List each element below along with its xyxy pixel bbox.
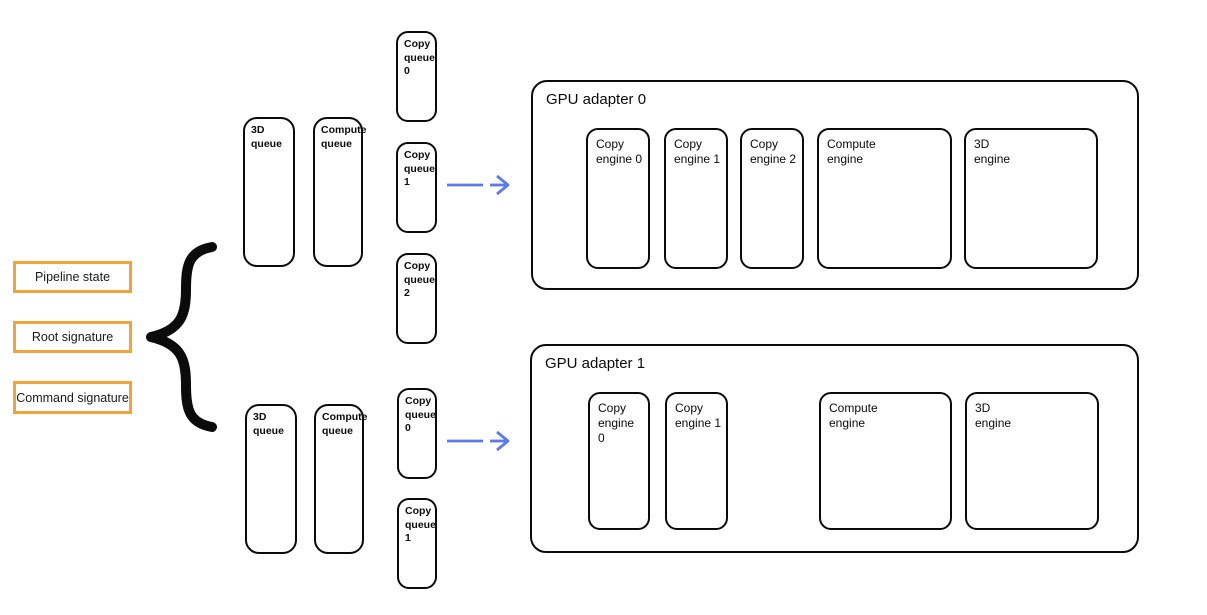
adapter1-copy-engine-1: Copy engine 1 — [665, 392, 728, 530]
group0-copy-queue-0-label: Copy queue 0 — [404, 38, 435, 78]
adapter0-3d-engine: 3D engine — [964, 128, 1098, 269]
pipeline-state-label: Pipeline state — [34, 270, 111, 284]
adapter1-compute-engine: Compute engine — [819, 392, 952, 530]
adapter0-copy-engine-2: Copy engine 2 — [740, 128, 804, 269]
group0-copy-queue-1: Copy queue 1 — [396, 142, 437, 233]
gpu-adapter-1: GPU adapter 1 Copy engine 0 Copy engine … — [530, 344, 1139, 553]
group0-3d-queue: 3D queue — [243, 117, 295, 267]
adapter0-compute-engine-label: Compute engine — [827, 137, 876, 166]
group0-copy-queue-1-label: Copy queue 1 — [404, 149, 435, 189]
group0-3d-queue-label: 3D queue — [251, 124, 282, 150]
group0-copy-queue-2-label: Copy queue 2 — [404, 260, 435, 300]
gpu-adapter-0: GPU adapter 0 Copy engine 0 Copy engine … — [531, 80, 1139, 290]
curly-brace — [146, 242, 217, 432]
adapter0-compute-engine: Compute engine — [817, 128, 952, 269]
adapter1-3d-engine: 3D engine — [965, 392, 1099, 530]
gpu-adapter-1-title: GPU adapter 1 — [545, 355, 646, 372]
pipeline-state-box: Pipeline state — [13, 261, 132, 293]
adapter1-copy-engine-0-label: Copy engine 0 — [598, 401, 635, 445]
adapter1-copy-engine-0: Copy engine 0 — [588, 392, 650, 530]
group1-compute-queue: Compute queue — [314, 404, 368, 554]
root-signature-label: Root signature — [31, 330, 114, 344]
adapter0-copy-engine-2-label: Copy engine 2 — [750, 137, 797, 166]
group1-3d-queue: 3D queue — [245, 404, 297, 554]
group1-copy-queue-0-label: Copy queue 0 — [405, 395, 436, 435]
group0-compute-queue-label: Compute queue — [321, 124, 367, 150]
adapter0-3d-engine-label: 3D engine — [974, 137, 1011, 166]
group0-copy-queue-0: Copy queue 0 — [396, 31, 437, 122]
adapter0-copy-engine-1: Copy engine 1 — [664, 128, 728, 269]
group1-3d-queue-label: 3D queue — [253, 411, 284, 437]
arrow-to-adapter-1 — [447, 430, 510, 452]
group0-copy-queue-2: Copy queue 2 — [396, 253, 437, 344]
adapter1-copy-engine-1-label: Copy engine 1 — [675, 401, 722, 430]
adapter1-compute-engine-label: Compute engine — [829, 401, 878, 430]
adapter1-3d-engine-label: 3D engine — [975, 401, 1012, 430]
group1-compute-queue-label: Compute queue — [322, 411, 368, 437]
gpu-adapter-0-title: GPU adapter 0 — [546, 91, 647, 108]
group1-copy-queue-0: Copy queue 0 — [397, 388, 437, 479]
adapter0-copy-engine-0: Copy engine 0 — [586, 128, 650, 269]
group0-compute-queue: Compute queue — [313, 117, 367, 267]
adapter0-copy-engine-1-label: Copy engine 1 — [674, 137, 721, 166]
arrow-to-adapter-0 — [447, 174, 510, 196]
group1-copy-queue-1-label: Copy queue 1 — [405, 505, 436, 545]
root-signature-box: Root signature — [13, 321, 132, 353]
command-signature-label: Command signature — [16, 390, 129, 405]
command-signature-box: Command signature — [13, 381, 132, 414]
adapter0-copy-engine-0-label: Copy engine 0 — [596, 137, 643, 166]
group1-copy-queue-1: Copy queue 1 — [397, 498, 437, 589]
